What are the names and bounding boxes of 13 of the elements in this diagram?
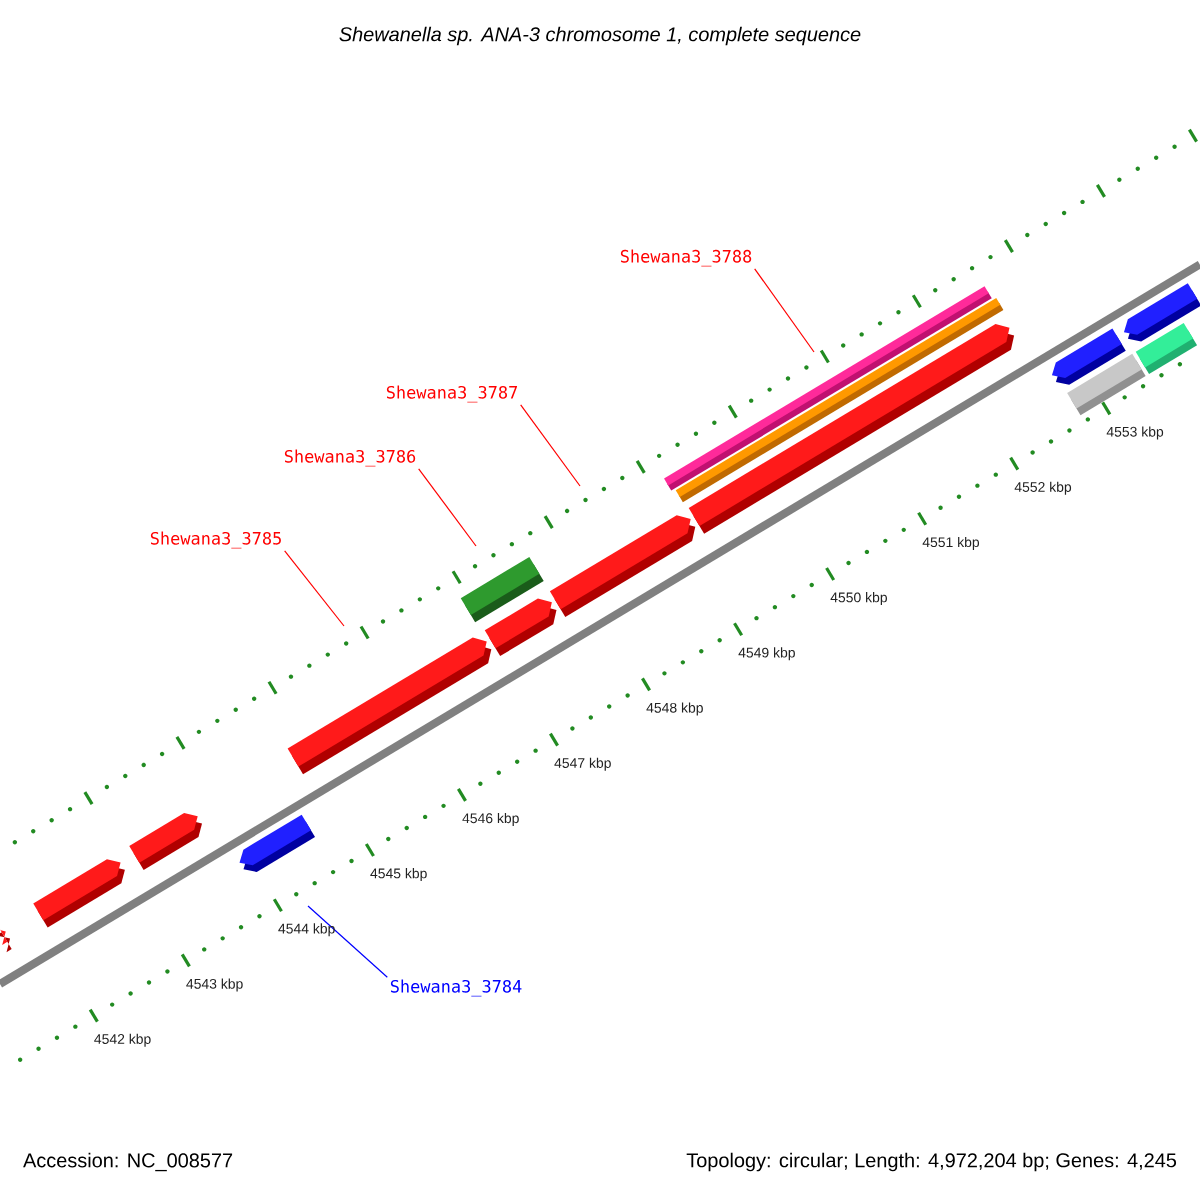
- gene-label: Shewana3_3788: [620, 249, 752, 267]
- leader-line: [307, 905, 388, 978]
- leader-line: [754, 268, 815, 353]
- leader-line: [418, 468, 477, 547]
- gene-label: Shewana3_3785: [150, 531, 281, 549]
- gene-label: Shewana3_3784: [390, 979, 522, 997]
- summary-text: Topology: circular; Length: 4,972,204 bp; Genes: 4,245: [686, 1152, 1177, 1172]
- leader-line: [520, 404, 581, 487]
- accession-text: Accession: NC_008577: [23, 1152, 233, 1172]
- leader-line: [284, 550, 345, 627]
- gene-label: Shewana3_3787: [386, 385, 517, 403]
- gene-label: Shewana3_3786: [284, 449, 416, 467]
- title: Shewanella sp. ANA-3 chromosome 1, complete sequence: [339, 26, 861, 46]
